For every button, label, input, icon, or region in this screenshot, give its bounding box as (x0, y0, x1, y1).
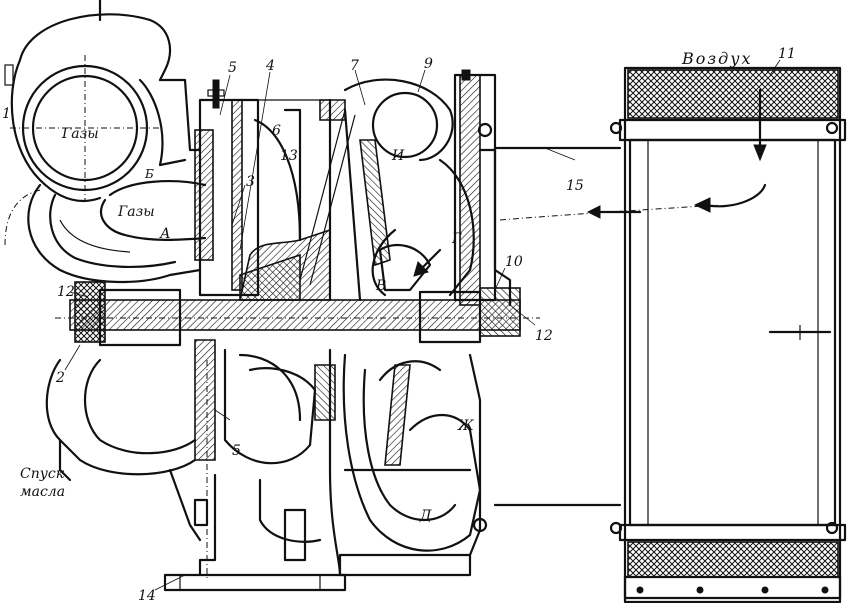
label-gases-top: Газы (61, 126, 99, 142)
turbine-wheel (239, 108, 331, 301)
label-part-5-top: 5 (228, 60, 237, 76)
leader-lines (64, 59, 781, 591)
air-duct (493, 146, 721, 507)
label-part-7: 7 (350, 58, 359, 74)
label-zone-B: Б (144, 167, 154, 181)
base-plate (163, 573, 347, 592)
label-oil-drain-2: масла (20, 484, 65, 500)
label-part-15: 15 (566, 178, 584, 194)
label-zone-I: И (391, 148, 405, 164)
label-air: Воздух (681, 49, 753, 68)
label-oil-drain-1: Спуск (20, 466, 65, 482)
label-part-6: 6 (272, 123, 281, 139)
label-part-3: 3 (246, 174, 255, 190)
lower-compressor-volute (338, 353, 488, 577)
label-part-1: 1 (2, 106, 11, 122)
label-part-2: 2 (55, 370, 65, 386)
lower-turbine-casing (45, 339, 216, 580)
label-zone-A: А (159, 226, 171, 242)
label-zone-D: Д (419, 508, 432, 524)
label-part-10: 10 (505, 254, 523, 270)
label-part-13: 13 (280, 148, 298, 164)
label-zone-Zh: Ж (457, 418, 475, 434)
label-part-5-bottom: 5 (232, 443, 241, 459)
label-zone-V: В (375, 278, 386, 294)
gas-inlet-volute (4, 0, 202, 202)
label-gases-mid: Газы (117, 204, 155, 220)
label-part-12-right: 12 (535, 328, 553, 344)
air-filter (609, 66, 847, 603)
diffuser-casing (453, 69, 512, 307)
air-flow-arrows (413, 88, 767, 277)
rotor-shaft (55, 281, 540, 347)
label-part-14: 14 (138, 588, 156, 603)
compressor-housing (299, 78, 475, 302)
label-part-9: 9 (424, 56, 433, 72)
gas-duct (4, 180, 207, 284)
label-part-12-left: 12 (57, 284, 75, 300)
label-zone-G: Г (451, 231, 462, 247)
label-part-11: 11 (778, 46, 796, 62)
label-part-4: 4 (265, 58, 275, 74)
lower-central-housing (198, 348, 342, 577)
